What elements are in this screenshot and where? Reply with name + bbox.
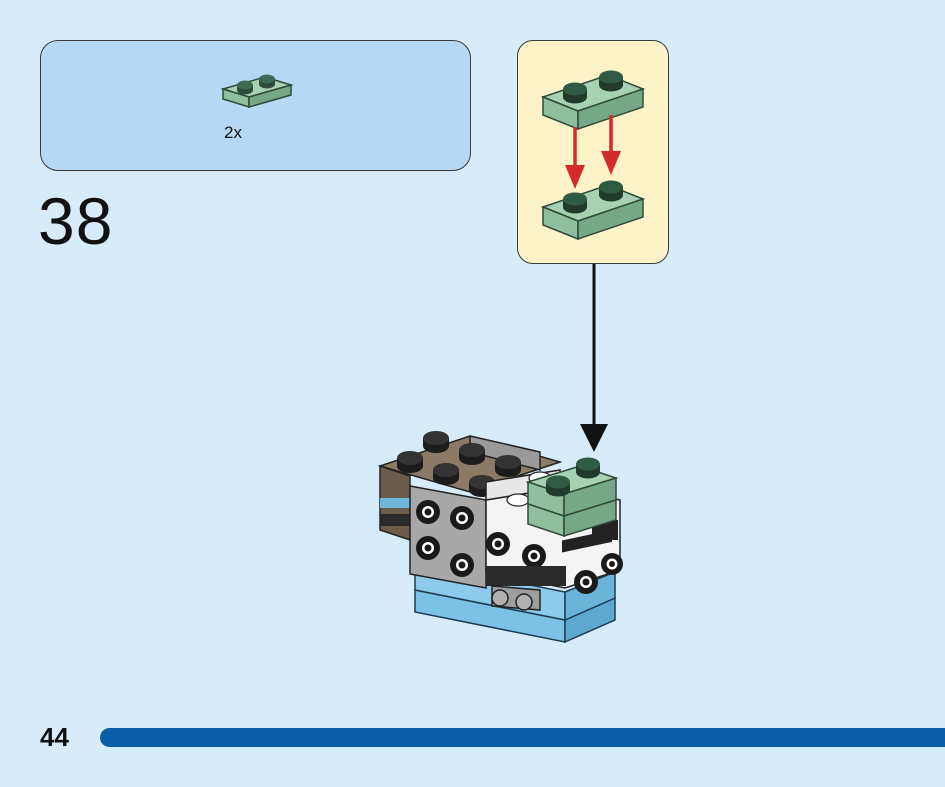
parts-list-box: 2x bbox=[40, 40, 471, 171]
placement-arrow-icon bbox=[580, 264, 608, 452]
page-number: 44 bbox=[40, 722, 69, 752]
callout-plate-top bbox=[540, 70, 646, 131]
white-face-block bbox=[485, 469, 623, 594]
step-number: 38 bbox=[38, 184, 114, 258]
grey-clips bbox=[491, 585, 541, 611]
eye-icon bbox=[486, 532, 623, 594]
part-quantity: 2x bbox=[224, 123, 242, 142]
callout-plate-bottom bbox=[540, 180, 646, 241]
subassembly-callout bbox=[517, 40, 669, 264]
sand-green-plates bbox=[525, 457, 619, 538]
red-arrow-icon bbox=[565, 115, 621, 189]
socket-icon bbox=[416, 500, 474, 577]
plate-1x2-sand-green-icon bbox=[221, 74, 294, 109]
grey-front-block bbox=[409, 485, 487, 589]
progress-bar bbox=[100, 728, 945, 747]
